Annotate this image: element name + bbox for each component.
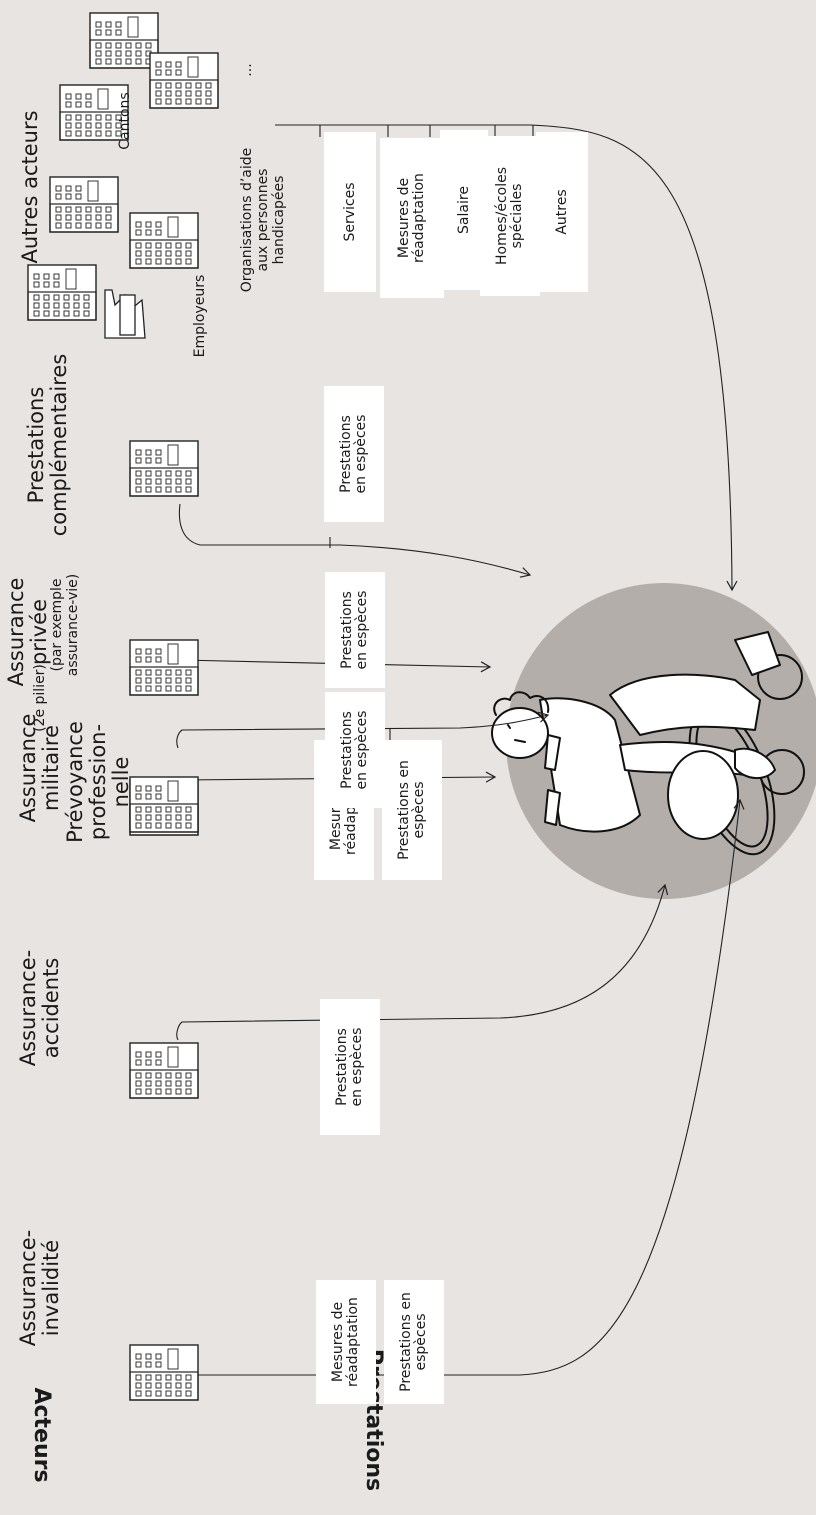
- org-label: Organisations d’aide aux personnes handi…: [238, 135, 288, 305]
- box-am-cash-text: Prestations en espèces: [396, 760, 427, 860]
- box-pp-cash-text: Prestations en espèces: [339, 710, 370, 790]
- box-ai-cash: Prestations en espèces: [384, 1280, 444, 1404]
- actor-autres-label: Autres acteurs: [17, 110, 42, 264]
- actor-autres: Autres acteurs: [15, 97, 45, 277]
- actor-ap-note-wrap: (par exemple assurance-vie): [45, 545, 85, 705]
- actors-header: Acteurs: [29, 1387, 55, 1483]
- cantons-label: Cantons: [117, 92, 133, 150]
- box-autres: Autres: [536, 132, 588, 292]
- box-pp-cash: Prestations en espèces: [325, 692, 385, 808]
- actor-ai: Assurance-invalidité: [14, 1208, 66, 1368]
- actor-ap-note: (par exemple assurance-vie): [49, 573, 81, 677]
- actor-aa: Assurance-accidents: [14, 928, 66, 1088]
- box-pc-cash-text: Prestations en espèces: [338, 414, 369, 494]
- box-ai-cash-text: Prestations en espèces: [398, 1292, 429, 1392]
- box-services: Services: [324, 132, 376, 292]
- box-readapt-other-text: Mesures de réadaptation: [396, 173, 427, 263]
- actor-pc: Prestations complémentaires: [21, 345, 75, 545]
- org-label-text: Organisations d’aide aux personnes handi…: [239, 147, 287, 293]
- actor-pp-label: Prévoyance profession-nelle: [62, 721, 133, 843]
- box-ai-readapt: Mesures de réadaptation: [316, 1280, 376, 1404]
- box-am-cash: Prestations en espèces: [382, 740, 442, 880]
- diagram-graphics: [27, 12, 816, 1401]
- box-homes: Homes/écoles spéciales: [480, 136, 540, 296]
- arrows: [176, 124, 745, 1391]
- building-icons: [27, 12, 219, 1401]
- box-ap-cash-text: Prestations en espèces: [339, 590, 370, 670]
- actor-aa-label: Assurance-accidents: [16, 949, 63, 1067]
- person-illustration: [491, 631, 805, 856]
- box-homes-text: Homes/écoles spéciales: [494, 166, 525, 266]
- box-readapt-other: Mesures de réadaptation: [380, 138, 444, 298]
- box-ai-readapt-text: Mesures de réadaptation: [330, 1297, 361, 1387]
- diagram-canvas: Acteurs Prestations Assurance-invalidité…: [4, 12, 816, 1491]
- box-pc-cash: Prestations en espèces: [324, 386, 384, 522]
- box-ap-cash: Prestations en espèces: [325, 572, 385, 688]
- actor-ai-label: Assurance-invalidité: [16, 1229, 63, 1347]
- box-aa-cash: Prestations en espèces: [320, 999, 380, 1135]
- box-aa-cash-text: Prestations en espèces: [334, 1027, 365, 1107]
- employers-label: Employeurs: [192, 274, 208, 358]
- actor-pp: Prévoyance profession-nelle: [54, 682, 142, 882]
- actor-pc-label: Prestations complémentaires: [24, 353, 71, 537]
- ellipsis-label: ...: [239, 63, 255, 77]
